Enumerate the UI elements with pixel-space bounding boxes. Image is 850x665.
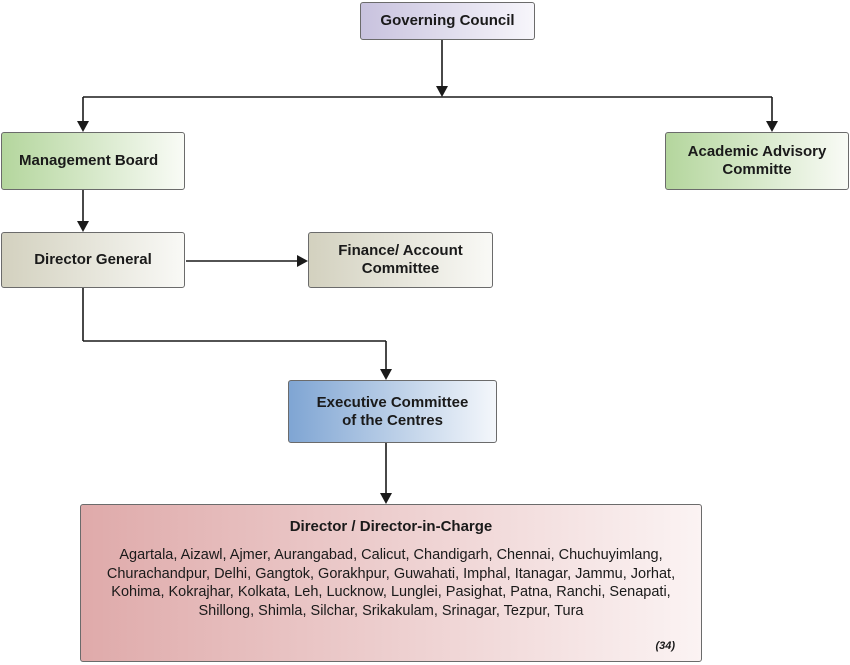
centres-count: (34): [655, 640, 675, 652]
centres-list: Agartala, Aizawl, Ajmer, Aurangabad, Cal…: [106, 547, 676, 619]
node-label: Governing Council: [380, 12, 515, 29]
arrowhead-finance: [297, 255, 308, 267]
arrowhead-director-general: [77, 221, 89, 232]
arrowhead-academic-advisory: [766, 121, 778, 132]
node-director-general: Director General: [1, 232, 185, 288]
node-academic-advisory-committe: Academic Advisory Committe: [665, 132, 849, 190]
node-management-board: Management Board: [1, 132, 185, 190]
node-governing-council: Governing Council: [360, 2, 535, 40]
node-label: Academic Advisory Committe: [687, 143, 827, 178]
arrowhead-director: [380, 493, 392, 504]
arrowhead-management-board: [77, 121, 89, 132]
node-label: Management Board: [19, 152, 159, 169]
node-executive-committee: Executive Committee of the Centres: [288, 380, 497, 443]
node-director-in-charge: Director / Director-in-Charge Agartala, …: [80, 504, 702, 662]
node-title: Director / Director-in-Charge: [289, 518, 493, 535]
node-label: Finance/ Account Committee: [338, 242, 463, 277]
node-label: Executive Committee of the Centres: [316, 393, 469, 429]
node-finance-account-committee: Finance/ Account Committee: [308, 232, 493, 288]
arrowhead-gc-trunk: [436, 86, 448, 97]
node-label: Director General: [34, 251, 152, 268]
arrowhead-executive-committee: [380, 369, 392, 380]
